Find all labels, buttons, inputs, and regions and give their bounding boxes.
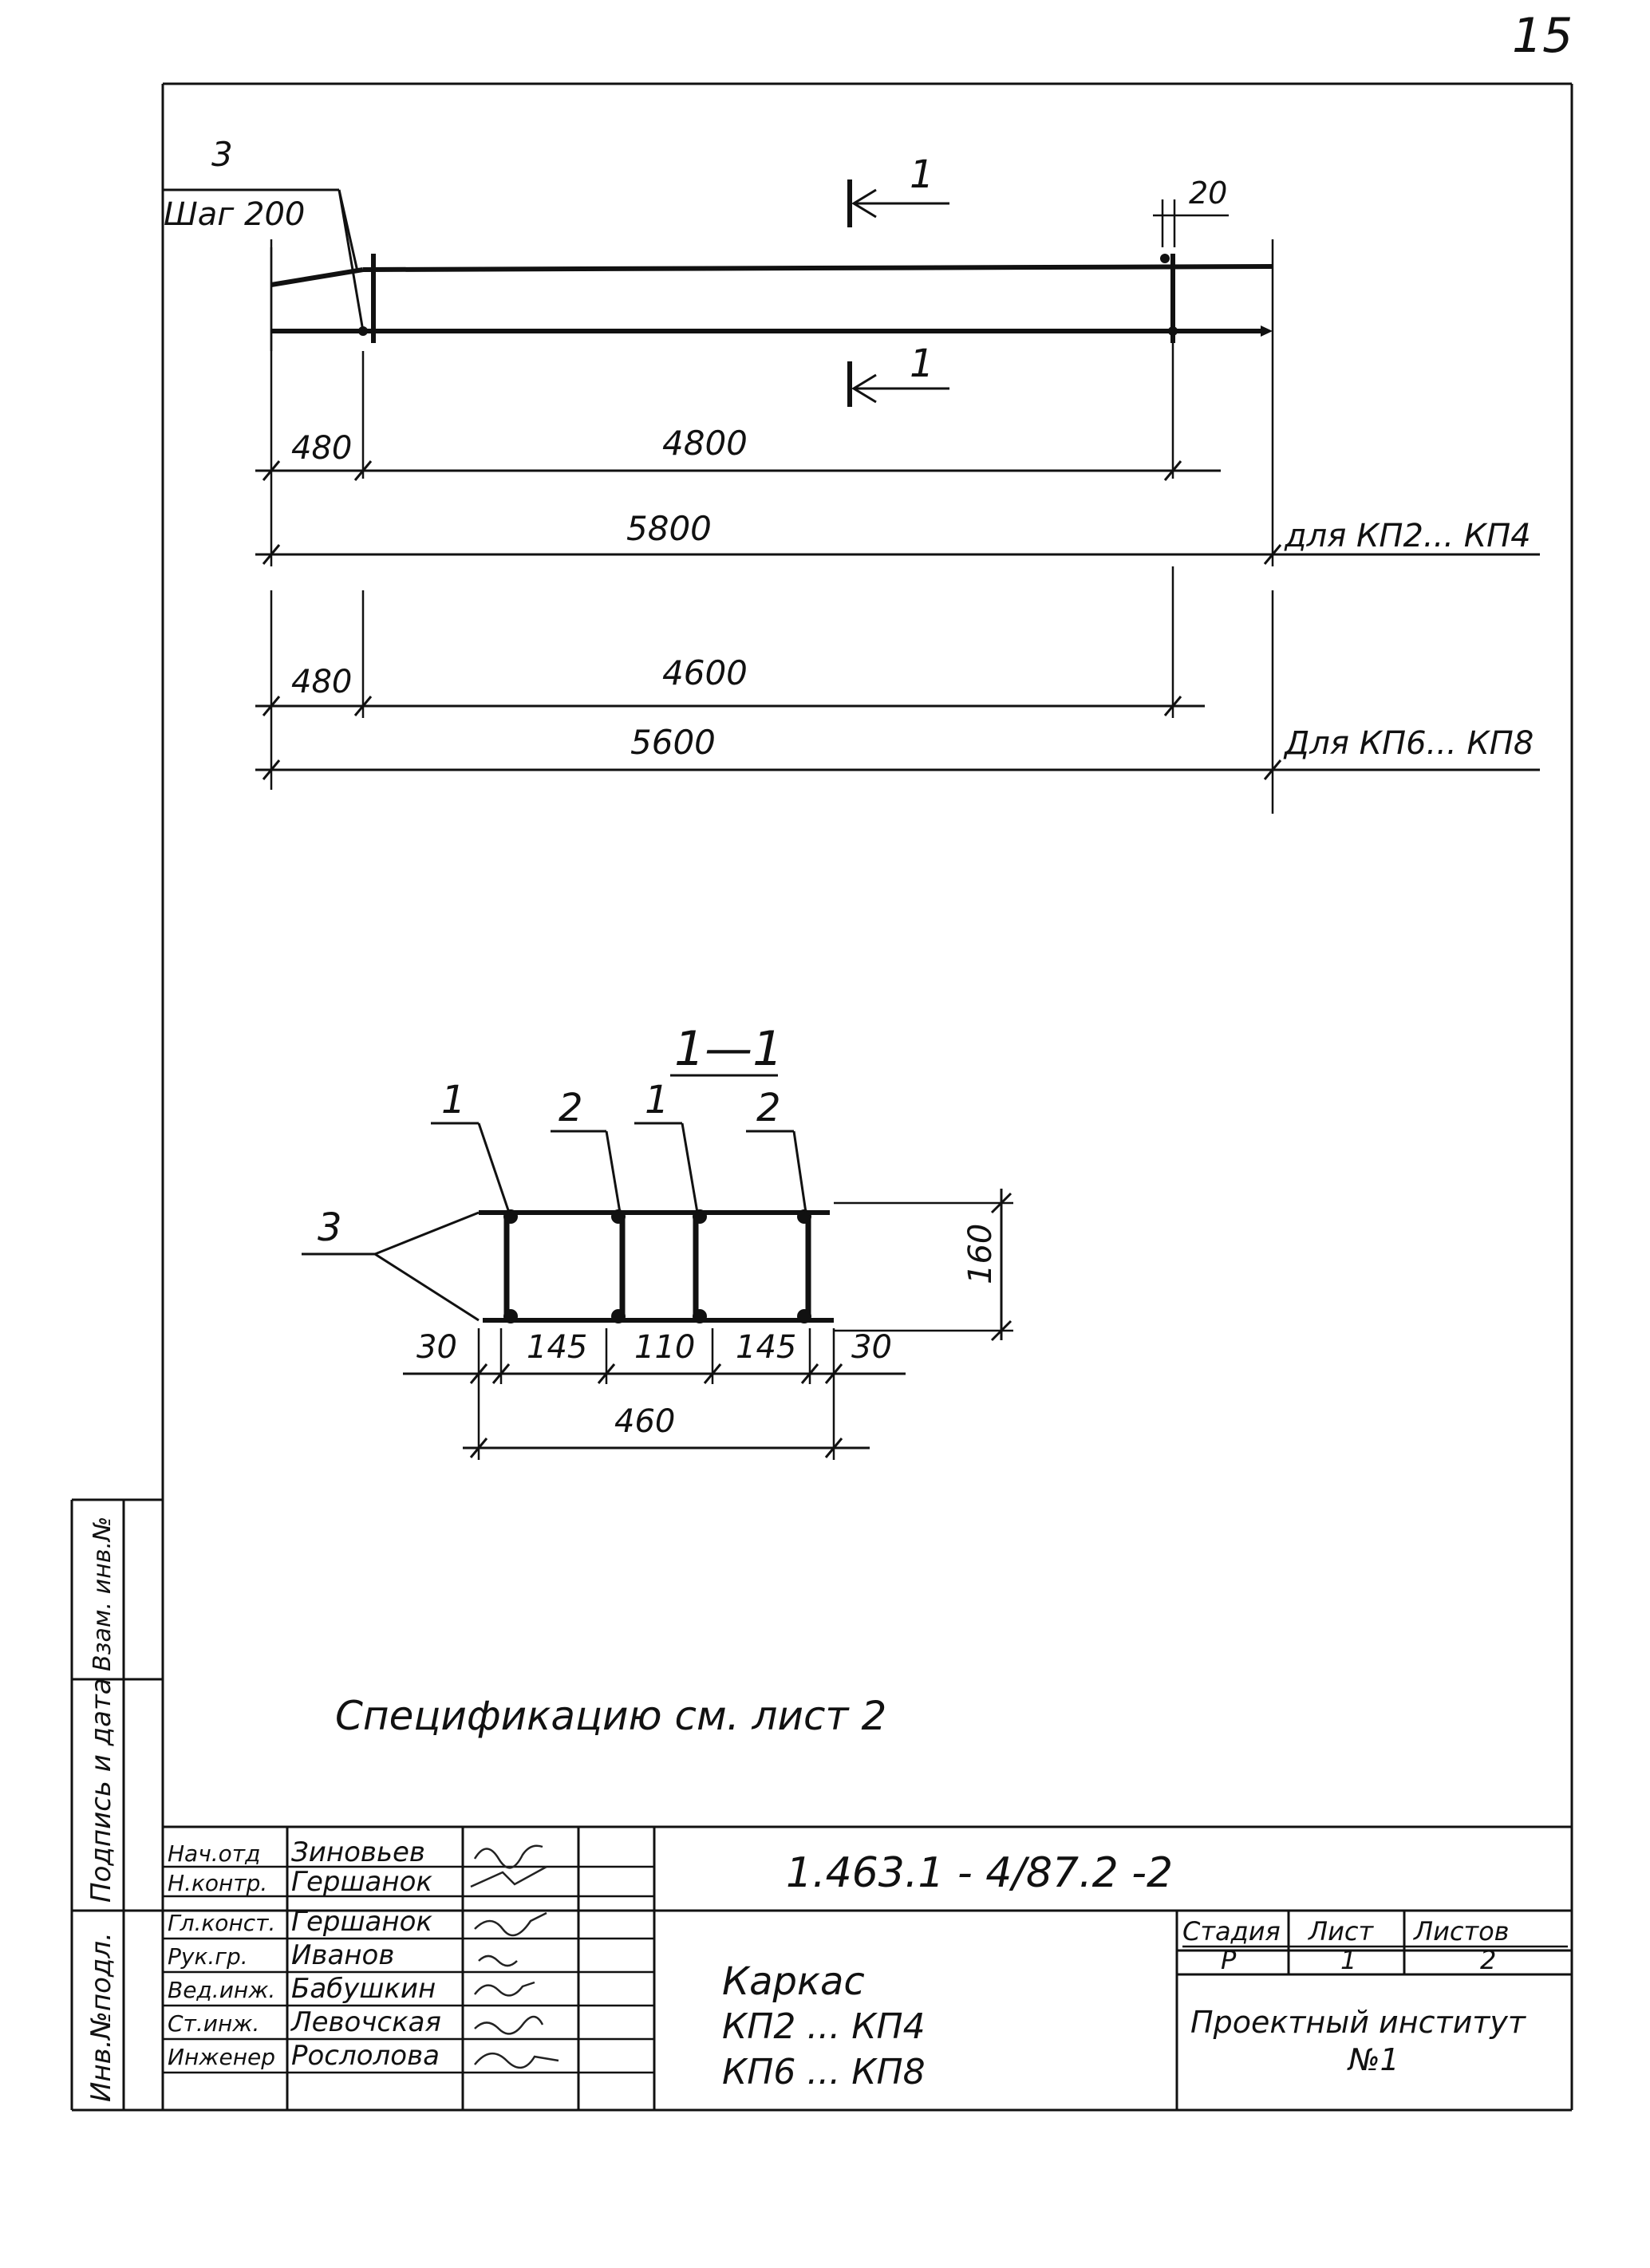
- side-stamp: Инв.№подл. Подпись и дата Взам. инв.№: [70, 1498, 163, 2110]
- dim-30-right: 30: [851, 1329, 892, 1366]
- drawing-frame: [72, 82, 1573, 2112]
- dim-5600: 5600: [630, 723, 716, 762]
- note-kp2-kp4: для КП2... КП4: [1284, 518, 1531, 554]
- staff-name-1: Зиновьев: [291, 1836, 425, 1868]
- document-code: 1.463.1 - 4/87.2 -2: [786, 1849, 1173, 1897]
- dim-5800: 5800: [626, 509, 712, 548]
- title-name-line-3: КП6 ... КП8: [722, 2052, 926, 2092]
- staff-role-6: Ст.инж.: [168, 2010, 259, 2037]
- spec-note: Спецификацию см. лист 2: [335, 1693, 886, 1739]
- callout-3-label: 3: [211, 135, 233, 174]
- sheets-value: 2: [1480, 1945, 1496, 1975]
- title-name-line-1: Каркас: [722, 1959, 865, 2004]
- section-mark-bottom-label: 1: [910, 341, 934, 386]
- sheet-value: 1: [1340, 1945, 1356, 1975]
- org-line-2: №1: [1347, 2042, 1399, 2077]
- bar-label-1b: 1: [645, 1078, 669, 1122]
- section-mark-bottom: 1: [847, 341, 949, 407]
- dimension-row-2: 480 4600 5600 Для КП6... КП8: [255, 566, 1540, 814]
- dim-110: 110: [634, 1329, 695, 1366]
- callout-step-label: Шаг 200: [164, 196, 305, 233]
- sheet-header: Лист: [1308, 1916, 1374, 1947]
- side-cell-sign: Подпись и дата: [85, 1678, 117, 1903]
- dim-145-left: 145: [527, 1329, 587, 1366]
- side-cell-inv: Инв.№подл.: [85, 1932, 117, 2102]
- dim-4600: 4600: [662, 653, 748, 692]
- note-kp6-kp8: Для КП6... КП8: [1283, 725, 1534, 762]
- dim-end-gap: 20: [1189, 176, 1227, 211]
- title-block: Нач.отд Зиновьев Н.контр. Гершанок Гл.ко…: [163, 1825, 1572, 2110]
- staff-name-2: Гершанок: [291, 1866, 432, 1898]
- dim-160: 160: [962, 1224, 999, 1284]
- section-mark-top: 1: [847, 152, 949, 227]
- dim-460: 460: [614, 1403, 675, 1440]
- stage-value: Р: [1221, 1945, 1237, 1975]
- staff-name-7: Рослолова: [291, 2040, 440, 2072]
- org-line-1: Проектный институт: [1190, 2005, 1527, 2040]
- staff-name-6: Левочская: [290, 2006, 441, 2038]
- staff-role-3: Гл.конст.: [168, 1910, 275, 1936]
- side-cell-replace: Взам. инв.№: [89, 1517, 116, 1671]
- staff-role-2: Н.контр.: [168, 1870, 267, 1896]
- bar-label-2b: 2: [756, 1086, 781, 1130]
- dim-480-b: 480: [291, 664, 352, 700]
- staff-name-5: Бабушкин: [291, 1973, 436, 2005]
- staff-role-4: Рук.гр.: [168, 1943, 248, 1970]
- dim-30-left: 30: [416, 1329, 457, 1366]
- signatures: [470, 1844, 559, 2069]
- mesh-label-3: 3: [318, 1205, 342, 1250]
- section-mark-top-label: 1: [910, 152, 934, 197]
- frame-elevation: 3 Шаг 200 1 1 20: [164, 135, 1273, 407]
- title-name-line-2: КП2 ... КП4: [722, 2006, 926, 2047]
- dim-145-right: 145: [736, 1329, 796, 1366]
- dimension-row-1: 480 4800 5800 для КП2... КП4: [255, 239, 1540, 566]
- stage-header: Стадия: [1182, 1916, 1281, 1947]
- dim-4800: 4800: [662, 424, 748, 463]
- staff-role-5: Вед.инж.: [168, 1977, 275, 2003]
- bar-label-1a: 1: [441, 1078, 466, 1122]
- staff-role-7: Инженер: [168, 2044, 275, 2070]
- staff-name-3: Гершанок: [291, 1906, 432, 1938]
- staff-name-4: Иванов: [291, 1939, 394, 1971]
- section-title: 1—1: [674, 1021, 783, 1077]
- dim-480-a: 480: [291, 430, 352, 467]
- staff-role-1: Нач.отд: [168, 1840, 260, 1867]
- page-number-visible: 15: [1512, 8, 1573, 64]
- section-1-1: 1—1 3 1 2 1 2: [302, 1021, 1013, 1460]
- bar-label-2a: 2: [559, 1086, 583, 1130]
- sheets-header: Листов: [1413, 1916, 1510, 1947]
